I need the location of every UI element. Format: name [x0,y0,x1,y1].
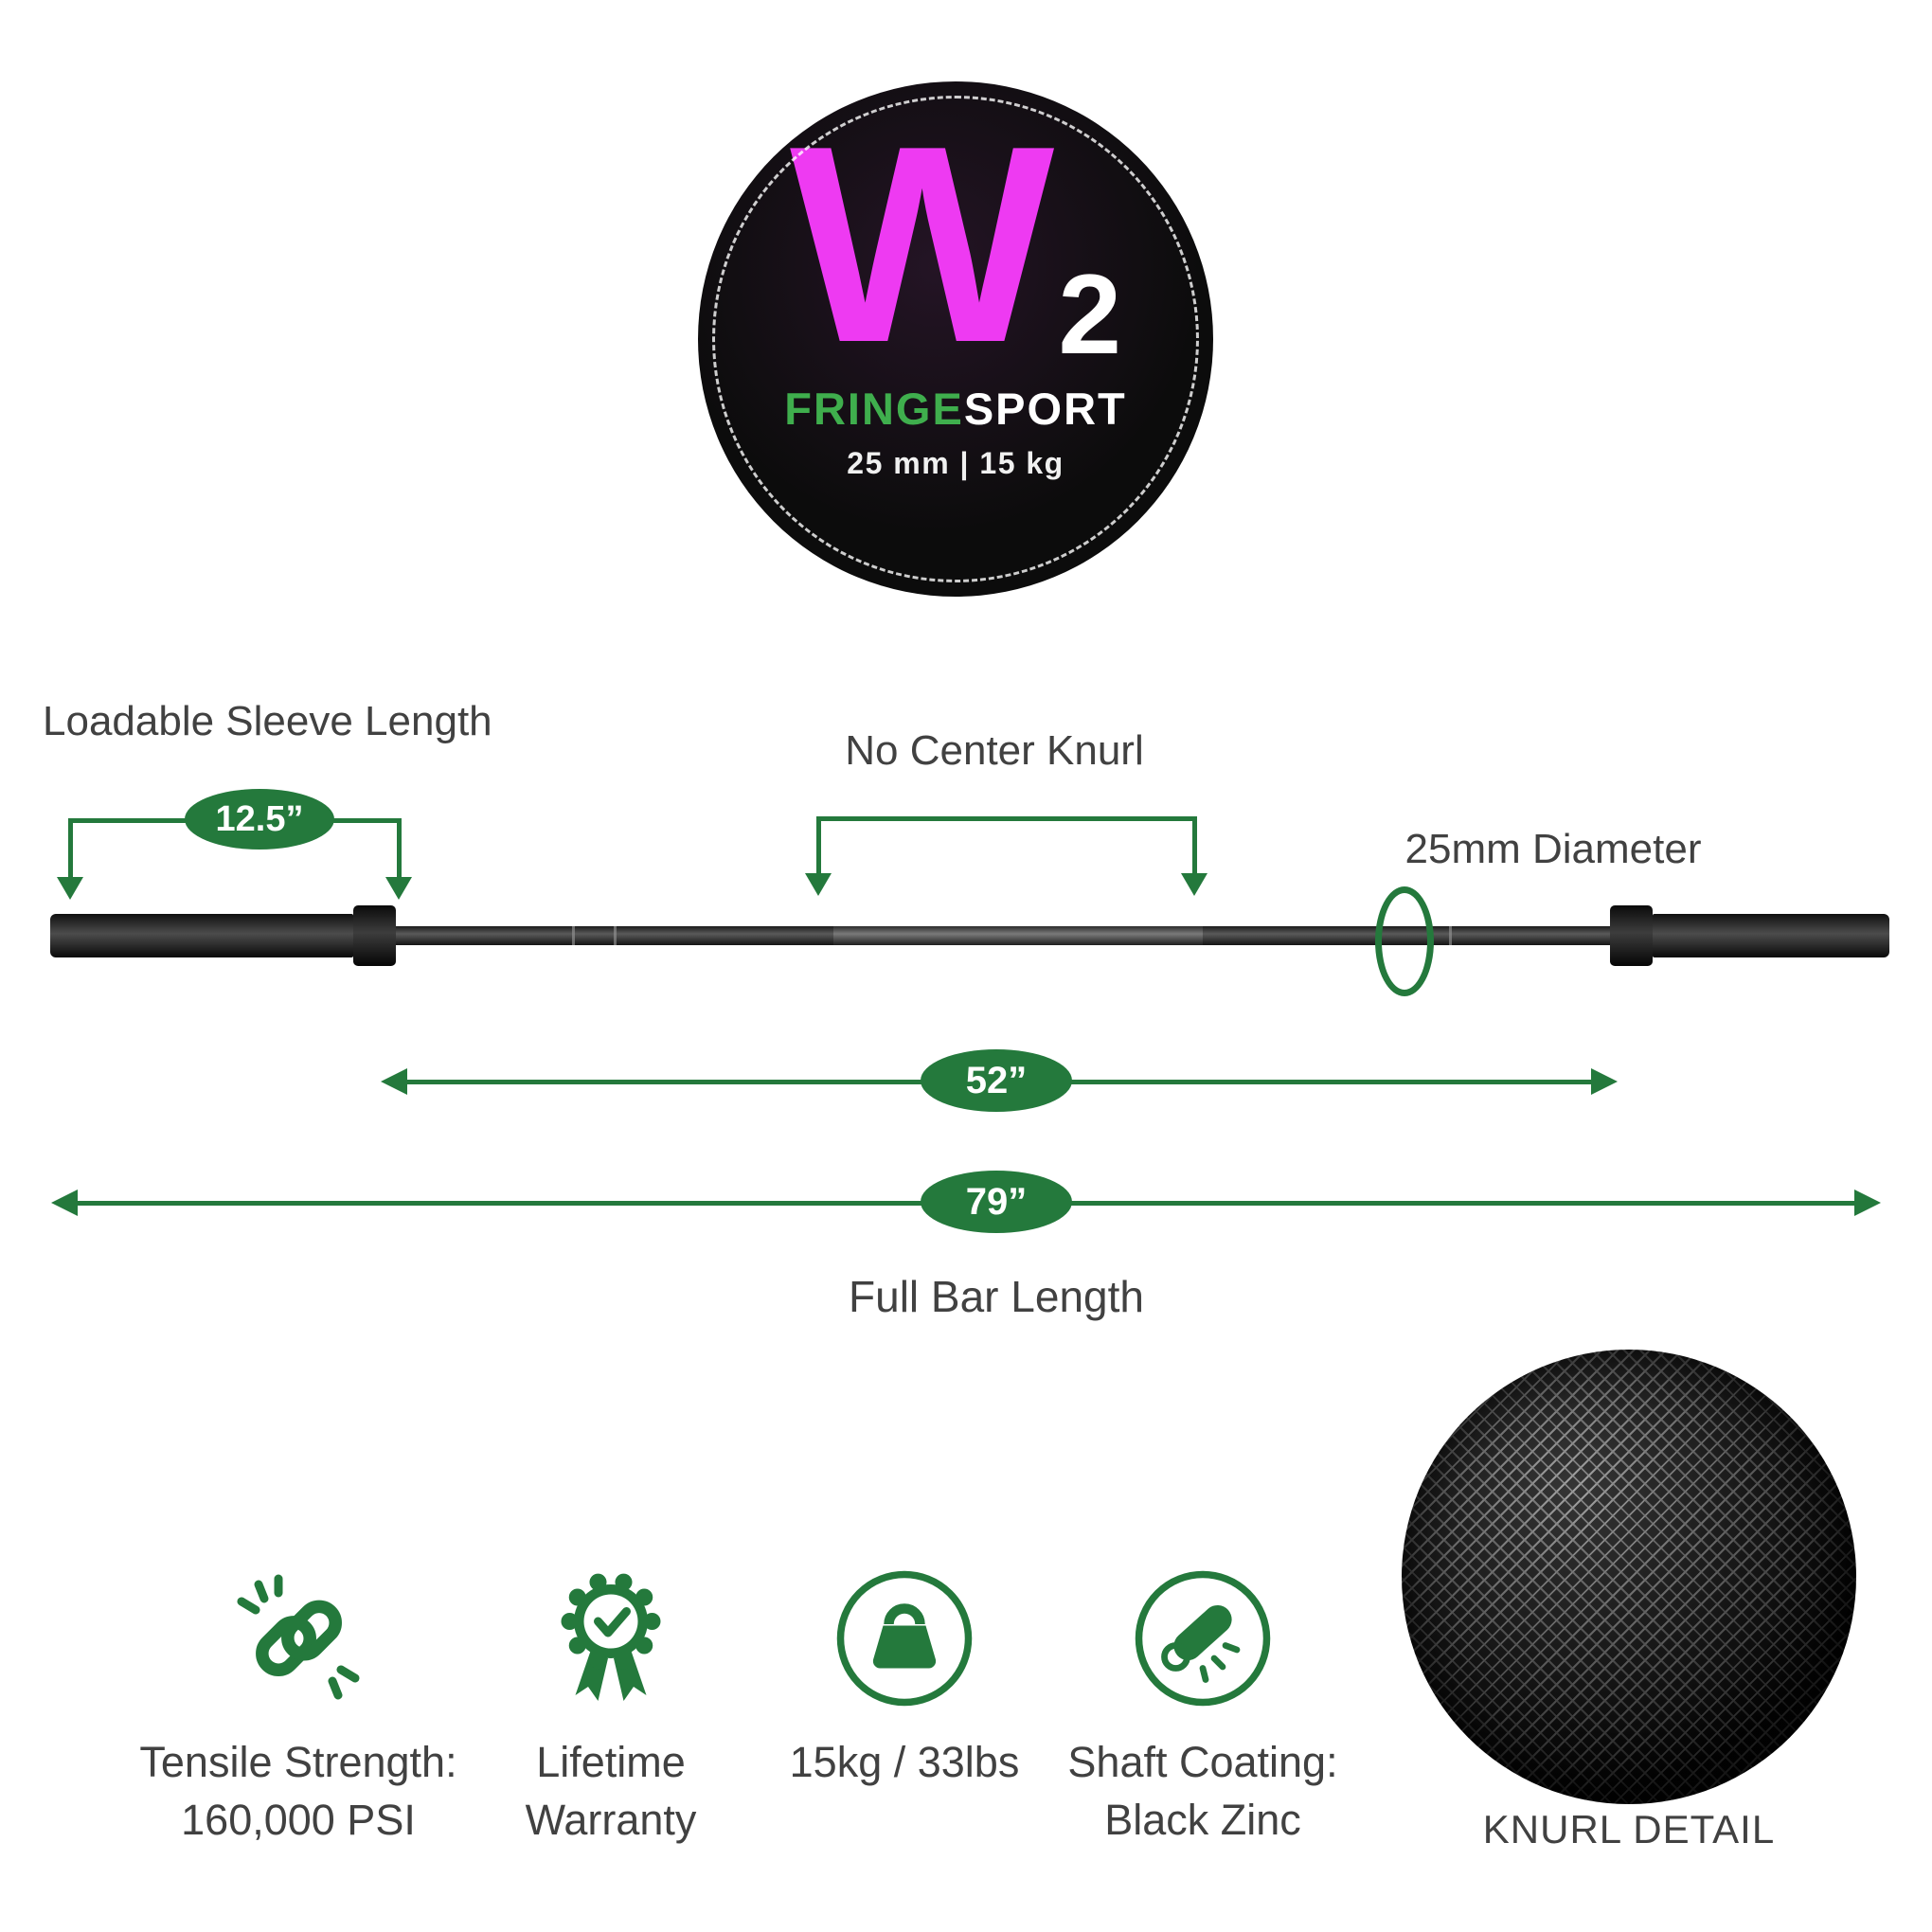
logo-dashed-ring [712,96,1199,582]
center-knurl-arrowhead-right [1181,873,1208,896]
feature-warranty: Lifetime Warranty [455,1567,767,1850]
full-length-arrowhead-left [51,1190,78,1216]
barbell-left-collar [353,905,396,966]
feature-caption-line: Tensile Strength: [139,1738,457,1786]
center-knurl-bracket-left [816,816,821,875]
brand-logo: W 2 FRINGESPORT 25 mm | 15 kg [698,81,1213,597]
full-length-value-badge: 79” [921,1171,1072,1233]
feature-caption: Tensile Strength: 160,000 PSI [139,1734,456,1850]
feature-tensile-strength: Tensile Strength: 160,000 PSI [90,1567,507,1850]
full-bar-length-label: Full Bar Length [849,1272,1144,1321]
knurl-detail-photo [1402,1350,1856,1804]
feature-caption-line: Shaft Coating: [1067,1738,1338,1786]
diameter-ellipse [1375,886,1434,996]
feature-caption: 15kg / 33lbs [790,1734,1020,1792]
feature-caption-line: Lifetime [536,1738,686,1786]
center-knurl-arrowhead-left [805,873,832,896]
barbell-left-sleeve [50,914,353,957]
feature-caption: Shaft Coating: Black Zinc [1067,1734,1337,1850]
center-knurl-bracket-right [1192,816,1197,875]
feature-caption-line: 160,000 PSI [181,1795,416,1844]
shaft-ring-mark [572,926,575,945]
no-center-knurl-label: No Center Knurl [845,727,1144,774]
barbell-shaft-center-section [833,926,1203,945]
chain-link-icon [227,1567,369,1709]
barbell-right-collar [1610,905,1653,966]
feature-caption-line: Warranty [525,1795,697,1844]
barbell-right-sleeve [1653,914,1889,957]
shaft-roller-icon [1132,1567,1274,1709]
shaft-length-arrowhead-left [381,1068,407,1095]
diameter-label: 25mm Diameter [1404,826,1702,872]
sleeve-length-arrowhead-right [385,877,412,900]
feature-weight: 15kg / 33lbs [758,1567,1051,1792]
center-knurl-bracket-line [816,816,1197,821]
knurl-detail-label: KNURL DETAIL [1482,1807,1776,1852]
weight-icon [833,1567,975,1709]
shaft-ring-mark [614,926,617,945]
shaft-ring-mark [1449,926,1452,945]
feature-caption: Lifetime Warranty [526,1734,697,1850]
sleeve-length-bracket-right [397,818,402,879]
sleeve-length-bracket-left [68,818,73,879]
sleeve-length-value-badge: 12.5” [185,789,334,850]
feature-caption-line: Black Zinc [1104,1795,1301,1844]
sleeve-length-arrowhead-left [57,877,83,900]
loadable-sleeve-length-label: Loadable Sleeve Length [43,698,492,744]
feature-shaft-coating: Shaft Coating: Black Zinc [1028,1567,1378,1850]
full-length-arrowhead-right [1854,1190,1881,1216]
shaft-length-value-badge: 52” [921,1049,1072,1112]
warranty-ribbon-icon [540,1567,682,1709]
feature-caption-line: 15kg / 33lbs [789,1738,1020,1786]
shaft-length-arrowhead-right [1591,1068,1618,1095]
